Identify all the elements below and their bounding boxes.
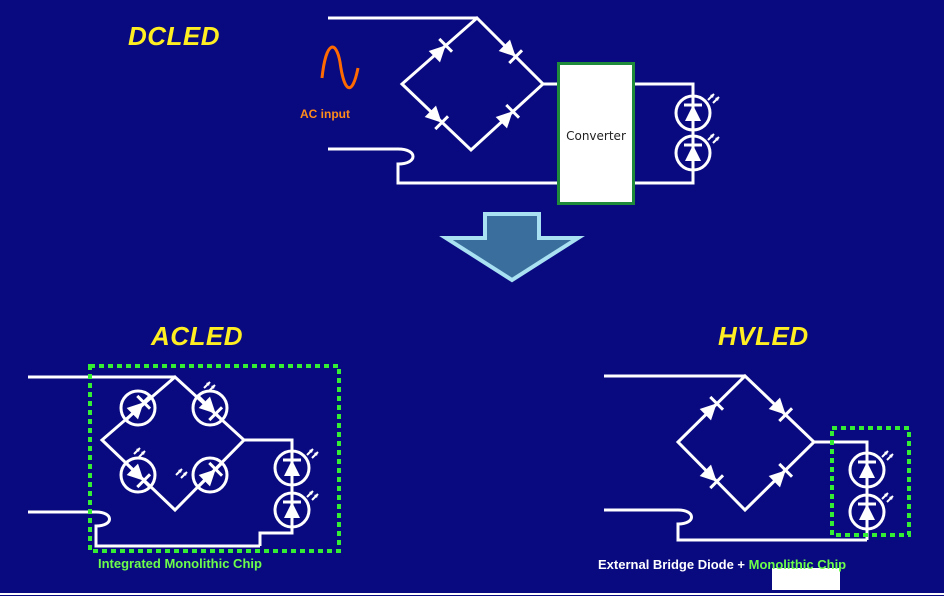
converter-label: Converter <box>566 129 626 143</box>
led-symbol <box>674 134 712 172</box>
acled-wires <box>28 374 294 548</box>
monolithic-chip-outline <box>88 364 341 553</box>
ac-input-wave <box>320 45 360 90</box>
hvled-caption-plus: + <box>733 557 749 572</box>
hvled-wires <box>604 373 869 542</box>
dcled-circuit <box>320 15 720 185</box>
light-rays-icon <box>175 468 188 479</box>
hvled-caption-part2: Monolithic Chip <box>748 557 847 572</box>
light-rays-icon <box>707 133 720 144</box>
monolithic-chip-outline <box>830 426 911 537</box>
hvled-circuit <box>604 373 911 590</box>
light-rays-icon <box>707 93 720 104</box>
led-symbol <box>273 449 311 487</box>
dcled-heading: DCLED <box>128 21 221 51</box>
light-rays-icon <box>203 381 216 392</box>
light-rays-icon <box>306 448 319 459</box>
ac-input-label: AC input <box>300 107 350 121</box>
led-symbol <box>674 94 712 132</box>
hvled-caption-part1: External Bridge Diode <box>598 557 734 572</box>
light-rays-icon <box>881 492 894 503</box>
hvled-heading: HVLED <box>718 321 809 351</box>
caption-overlay-box <box>772 568 840 590</box>
acled-heading: ACLED <box>151 321 244 351</box>
light-rays-icon <box>133 447 146 458</box>
light-rays-icon <box>306 490 319 501</box>
led-symbol <box>848 493 886 531</box>
dcled-wires <box>328 15 695 185</box>
hvled-caption: External Bridge Diode + Monolithic Chip <box>598 557 846 572</box>
light-rays-icon <box>881 450 894 461</box>
acled-circuit <box>28 364 341 553</box>
converter-box: Converter <box>557 62 635 205</box>
led-symbol <box>273 491 311 529</box>
down-arrow-icon <box>439 212 585 283</box>
led-symbol <box>848 451 886 489</box>
acled-caption: Integrated Monolithic Chip <box>98 556 262 571</box>
